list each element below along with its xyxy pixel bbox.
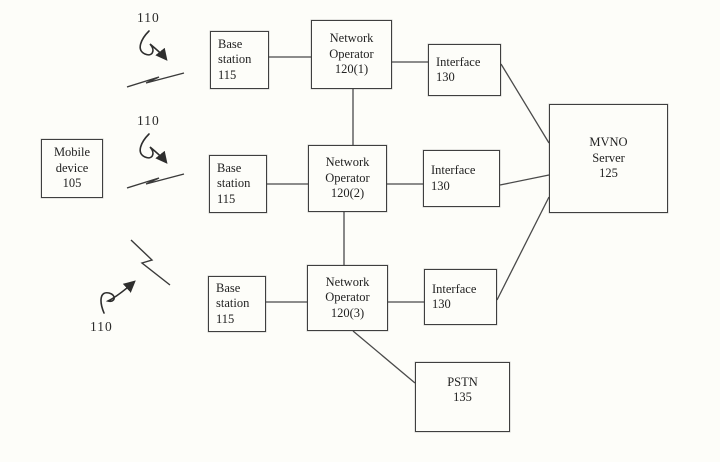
wireless-arrow-top-icon <box>139 30 168 61</box>
mobile-device-box: Mobile device 105 <box>41 139 103 198</box>
network-operator-ref: 120(2) <box>330 186 365 201</box>
network-operator-label: Network <box>329 31 374 46</box>
wireless-signal-bolts <box>126 72 185 286</box>
network-operator-ref: 120(1) <box>334 62 369 77</box>
wireless-arrow-middle-icon <box>139 133 168 164</box>
ref-label-110-bottom: 110 <box>90 319 113 334</box>
network-operator-label: Operator <box>325 170 370 185</box>
interface-ref: 130 <box>436 70 455 84</box>
network-operator-3-box: Network Operator 120(3) <box>307 265 388 331</box>
network-operator-label: Operator <box>329 46 374 61</box>
network-operator-2-box: Network Operator 120(2) <box>308 145 387 212</box>
base-station-ref: 115 <box>218 67 237 82</box>
base-station-1-box: Base station 115 <box>210 31 269 89</box>
interface-2-box: Interface 130 <box>423 150 500 207</box>
link-operator3-pstn <box>352 330 416 384</box>
pstn-box: PSTN 135 <box>415 362 510 432</box>
base-station-label: Base <box>216 280 241 295</box>
ref-label-110-middle: 110 <box>137 113 160 128</box>
network-operator-ref: 120(3) <box>330 305 365 320</box>
network-operator-label: Network <box>325 274 370 289</box>
mvno-server-label: Server <box>592 150 625 165</box>
wireless-reference-arrows <box>100 30 168 314</box>
link-interface2-mvno <box>499 174 550 186</box>
base-station-label: station <box>217 176 251 191</box>
base-station-label: Base <box>217 160 242 175</box>
interface-label: Interface <box>431 163 476 177</box>
interface-label: Interface <box>436 54 481 69</box>
pstn-ref: 135 <box>453 390 472 404</box>
interface-1-box: Interface 130 <box>428 44 501 96</box>
interface-ref: 130 <box>432 297 451 311</box>
network-operator-label: Network <box>325 155 370 170</box>
mobile-device-ref: 105 <box>62 176 82 191</box>
interface-label: Interface <box>432 281 477 296</box>
base-station-ref: 115 <box>216 311 235 326</box>
interface-3-box: Interface 130 <box>424 269 497 325</box>
interface-ref: 130 <box>431 178 450 193</box>
mobile-device-label: device <box>55 160 89 175</box>
lightning-bolt-middle-icon <box>126 173 185 189</box>
connector-lines <box>266 56 550 384</box>
ref-label-110-top: 110 <box>137 10 160 25</box>
mvno-server-label: MVNO <box>589 135 628 150</box>
base-station-label: Base <box>218 36 243 51</box>
lightning-bolt-top-icon <box>126 72 185 88</box>
base-station-label: station <box>218 52 252 67</box>
base-station-3-box: Base station 115 <box>208 276 266 332</box>
mvno-server-box: MVNO Server 125 <box>549 104 668 213</box>
network-operator-1-box: Network Operator 120(1) <box>311 20 392 89</box>
link-interface1-mvno <box>500 63 550 144</box>
base-station-2-box: Base station 115 <box>209 155 267 213</box>
network-operator-label: Operator <box>325 290 370 305</box>
pstn-label: PSTN <box>447 374 478 389</box>
mvno-server-ref: 125 <box>599 166 618 181</box>
lightning-bolt-bottom-icon <box>130 239 171 286</box>
mobile-device-label: Mobile <box>53 145 91 160</box>
wireless-arrow-bottom-icon <box>100 280 136 314</box>
base-station-label: station <box>216 296 250 311</box>
base-station-ref: 115 <box>217 191 236 206</box>
link-interface3-mvno <box>496 196 550 301</box>
